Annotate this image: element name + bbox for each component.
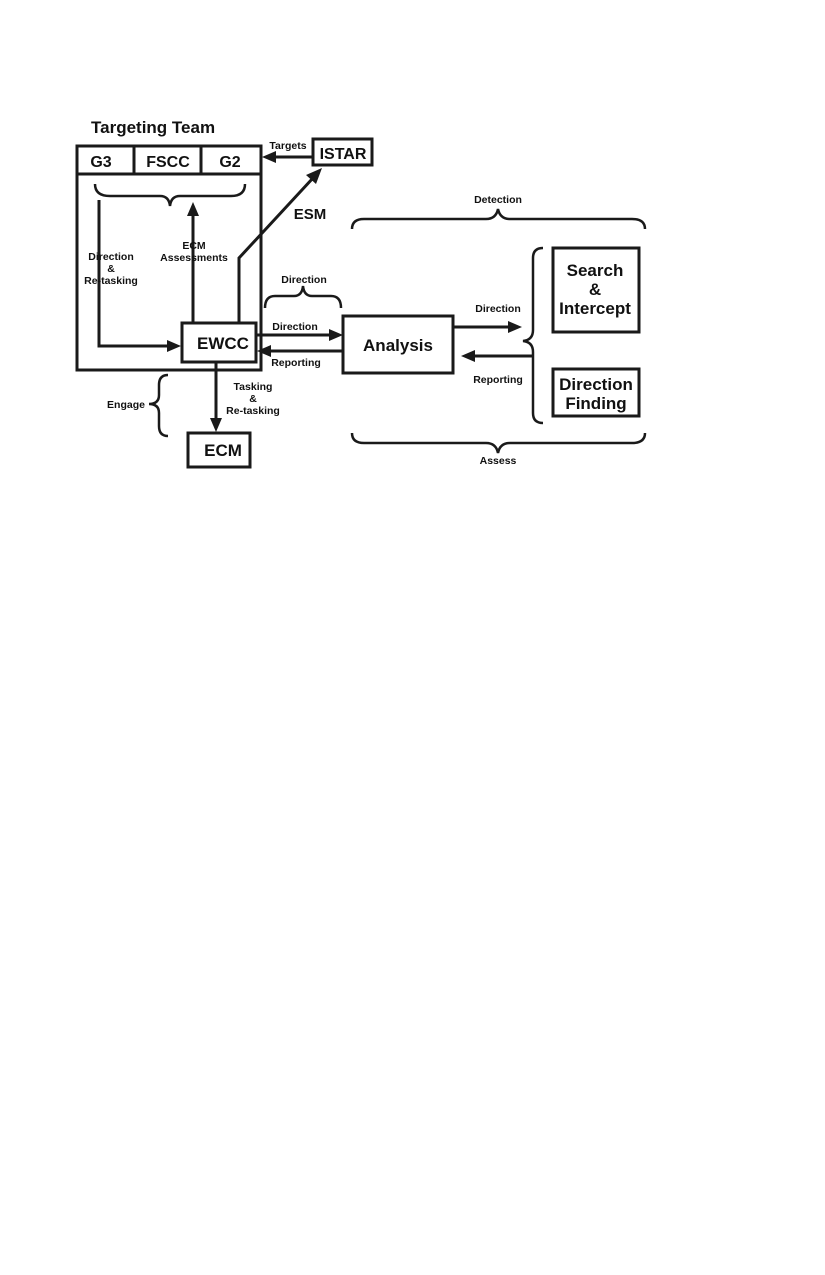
direction-to-collect-label: Direction [475,303,521,315]
analysis-label: Analysis [363,336,433,355]
esm-label: ESM [294,206,327,223]
tasking-label-3: Re-tasking [226,405,280,417]
assess-label: Assess [480,455,517,467]
g2-cell: G2 [219,154,240,171]
detection-brace [350,208,647,230]
reporting-from-collect-arrowhead [461,350,475,362]
engage-label: Engage [107,399,145,411]
ecm-assessments-arrowhead [187,202,199,216]
direction-retasking-label-2: & [107,263,115,275]
reporting-to-ewcc-arrowhead [257,345,271,357]
reporting-to-ewcc-label: Reporting [271,357,321,369]
analysis-box [341,314,455,375]
sensors-brace [522,246,544,425]
engage-brace [148,373,169,438]
search-label-1: Search [567,261,624,280]
assess-brace [350,432,647,454]
ewcc-box [180,321,258,364]
search-intercept-box [551,246,641,334]
istar-box [311,137,374,167]
ecm-label: ECM [204,441,242,460]
ecm-assessments-label-2: Assessments [160,252,228,264]
g3-cell: G3 [90,154,111,171]
esm-arrow [237,176,315,323]
targeting-team-frame [75,144,263,372]
ecm-box [186,431,252,469]
direction-retasking-label-3: Re-tasking [84,275,138,287]
istar-label: ISTAR [320,146,367,163]
direction-to-collect-arrowhead [508,321,522,333]
targets-label: Targets [269,140,306,152]
fscc-cell: FSCC [146,154,190,171]
direction-retasking-arrowhead [167,340,181,352]
esm-arrowhead [306,168,322,184]
tasking-arrowhead [210,418,222,432]
direction-brace [263,285,343,309]
df-label-2: Finding [565,394,626,413]
ewcc-label: EWCC [197,334,249,353]
tasking-label-2: & [249,393,257,405]
direction-brace-label: Direction [281,274,327,286]
search-label-3: Intercept [559,299,631,318]
direction-retasking-label-1: Direction [88,251,134,263]
detection-label: Detection [474,194,522,206]
tasking-label-1: Tasking [234,381,273,393]
direction-retasking-arrow [97,200,168,348]
search-label-2: & [589,280,601,299]
reporting-from-collect-label: Reporting [473,374,523,386]
cells-brace [93,183,247,207]
targeting-team-title: Targeting Team [91,118,215,137]
ecm-assessments-label-1: ECM [182,240,206,252]
direction-finding-box [551,367,641,418]
targets-arrowhead [262,151,276,163]
direction-to-analysis-arrowhead [329,329,343,341]
df-label-1: Direction [559,375,633,394]
direction-to-analysis-label: Direction [272,321,318,333]
